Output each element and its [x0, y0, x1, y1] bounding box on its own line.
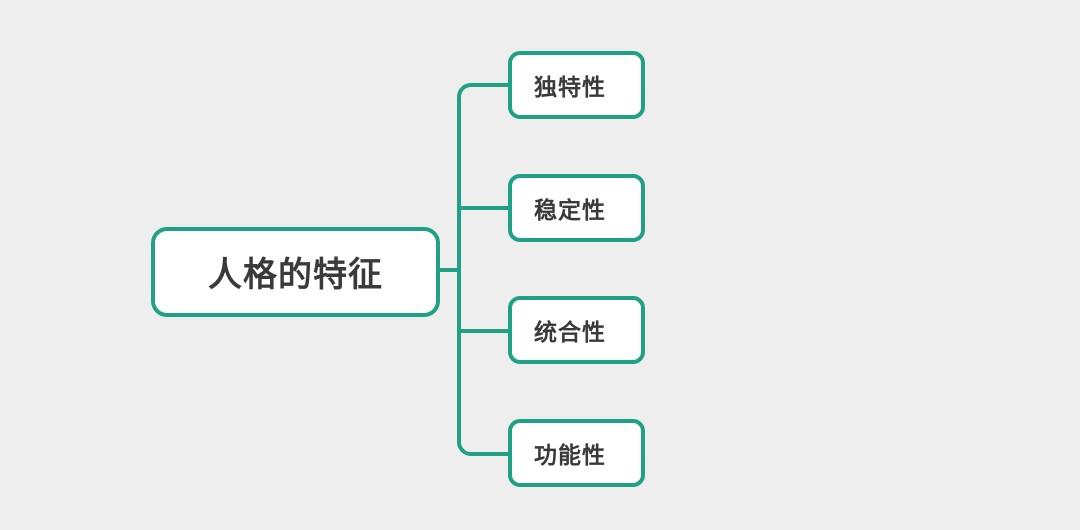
child-node-3[interactable]: 统合性 [508, 296, 645, 364]
child-node-2[interactable]: 稳定性 [508, 174, 645, 242]
connector-branch-3 [457, 441, 510, 456]
root-node[interactable]: 人格的特征 [151, 227, 440, 317]
child-node-1-label: 独特性 [534, 74, 606, 100]
child-node-1[interactable]: 独特性 [508, 51, 645, 119]
child-node-4-label: 功能性 [534, 442, 606, 468]
child-node-2-label: 稳定性 [534, 197, 606, 223]
connector-branch-0 [457, 83, 510, 98]
child-node-3-label: 统合性 [534, 319, 606, 345]
child-node-4[interactable]: 功能性 [508, 419, 645, 487]
root-node-label: 人格的特征 [208, 255, 383, 294]
